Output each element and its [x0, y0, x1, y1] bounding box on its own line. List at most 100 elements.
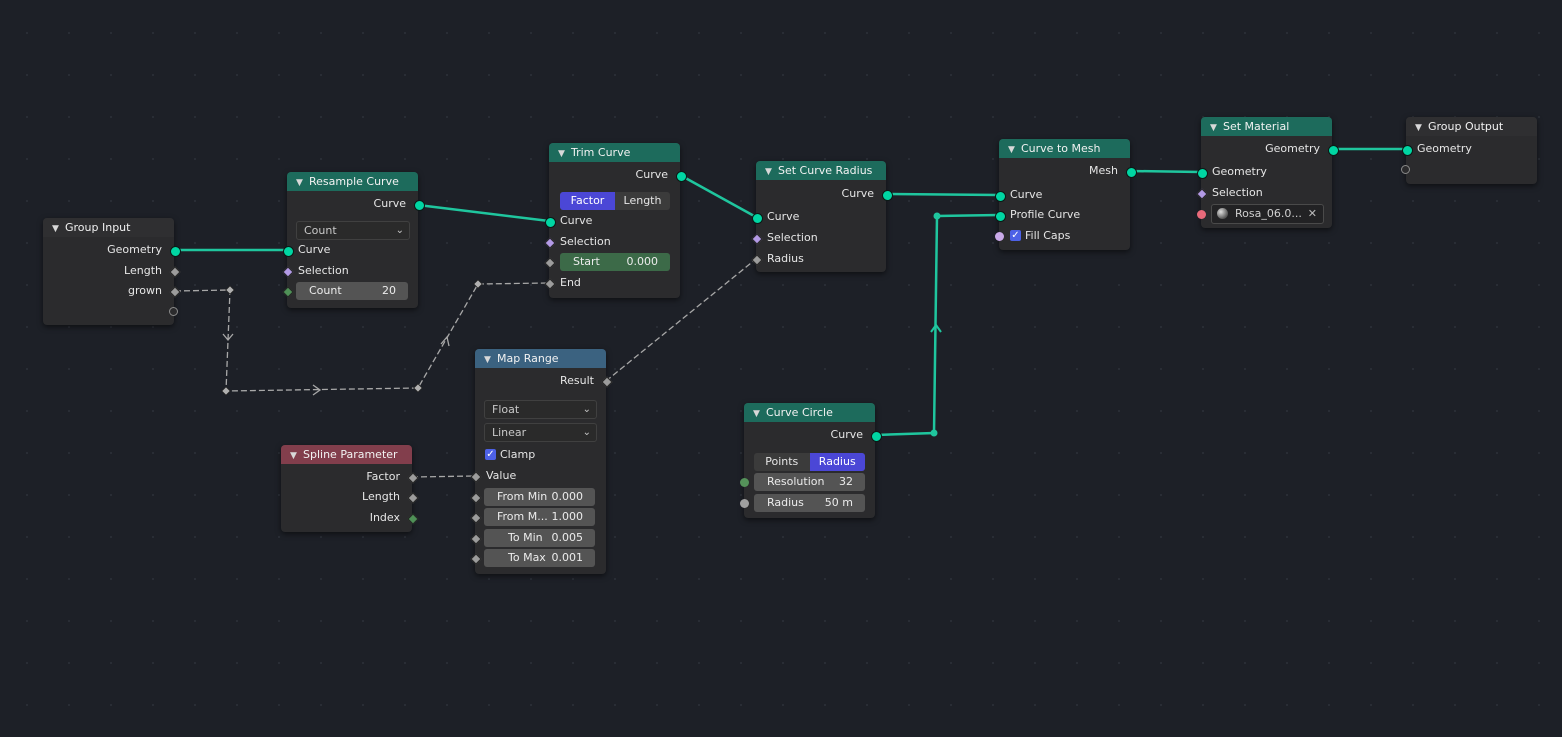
output-geometry-socket[interactable] [169, 245, 181, 257]
input-start-socket[interactable] [544, 257, 556, 269]
node-header[interactable]: ▼Curve Circle [744, 403, 875, 422]
node-set-curve-radius[interactable]: ▼Set Curve Radius Curve Curve Selection … [751, 161, 893, 272]
data-type-dropdown[interactable]: Float⌄ [484, 400, 597, 419]
output-curve-socket[interactable] [413, 199, 425, 211]
output-geometry-socket[interactable] [1327, 144, 1339, 156]
input-to-min-socket[interactable] [470, 533, 482, 545]
node-header[interactable]: ▼Group Output [1406, 117, 1537, 136]
input-from-max-socket[interactable] [470, 512, 482, 524]
input-value-label: Value [486, 469, 517, 482]
chevron-down-icon[interactable]: ▼ [52, 224, 59, 234]
output-index-socket[interactable] [407, 513, 419, 525]
from-max-field[interactable]: From M...1.000 [484, 508, 595, 526]
chevron-down-icon[interactable]: ▼ [558, 149, 565, 159]
input-profile-curve-label: Profile Curve [1010, 208, 1081, 221]
node-trim-curve[interactable]: ▼Trim Curve Curve Factor Length Curve Se… [544, 143, 687, 298]
node-curve-circle[interactable]: ▼Curve Circle Curve Points Radius Resolu… [739, 403, 882, 518]
node-map-range[interactable]: ▼Map Range Result Float⌄ Linear⌄ ✓ Clamp… [470, 349, 613, 574]
node-header[interactable]: ▼Set Material [1201, 117, 1332, 136]
chevron-down-icon[interactable]: ▼ [290, 451, 297, 461]
output-factor-socket[interactable] [407, 472, 419, 484]
input-selection-socket[interactable] [751, 233, 763, 245]
output-length-socket[interactable] [407, 492, 419, 504]
node-header[interactable]: ▼Resample Curve [287, 172, 418, 191]
node-title: Map Range [497, 352, 559, 365]
chevron-down-icon[interactable]: ▼ [1008, 145, 1015, 155]
output-mesh-socket[interactable] [1125, 166, 1137, 178]
mode-points-button[interactable]: Points [765, 455, 799, 468]
node-set-material[interactable]: ▼Set Material Geometry Geometry Selectio… [1196, 117, 1339, 228]
node-curve-to-mesh[interactable]: ▼Curve to Mesh Mesh Curve Profile Curve … [994, 139, 1137, 250]
close-icon[interactable]: ✕ [1307, 207, 1317, 220]
input-from-min-socket[interactable] [470, 492, 482, 504]
node-group-output[interactable]: ▼Group Output Geometry [1401, 117, 1537, 184]
input-material-socket[interactable] [1196, 209, 1206, 219]
input-geometry-socket[interactable] [1401, 144, 1413, 156]
input-curve-socket[interactable] [282, 245, 294, 257]
link-curvecircle-profile [874, 213, 1001, 437]
material-field[interactable]: Rosa_06.0... ✕ [1211, 204, 1324, 224]
mode-dropdown[interactable]: Count⌄ [296, 221, 410, 240]
input-profile-curve-socket[interactable] [994, 210, 1006, 222]
mode-length-button[interactable]: Length [623, 194, 662, 207]
output-grown-socket[interactable] [169, 286, 181, 298]
chevron-down-icon[interactable]: ▼ [1210, 123, 1217, 133]
chevron-down-icon[interactable]: ▼ [484, 355, 491, 365]
node-header[interactable]: ▼Curve to Mesh [999, 139, 1130, 158]
fill-caps-checkbox[interactable]: ✓ [1010, 230, 1021, 241]
input-curve-socket[interactable] [994, 190, 1006, 202]
input-value-socket[interactable] [470, 471, 482, 483]
node-header[interactable]: ▼ Map Range [475, 349, 606, 368]
chevron-down-icon[interactable]: ▼ [765, 167, 772, 177]
output-curve-label: Curve [635, 168, 668, 181]
field-value: 0.005 [551, 531, 584, 544]
node-header[interactable]: ▼Set Curve Radius [756, 161, 886, 180]
input-selection-socket[interactable] [282, 266, 294, 278]
input-resolution-socket[interactable] [739, 477, 749, 487]
link-curvetomesh-setmaterial [1128, 169, 1203, 174]
input-radius-label: Radius [767, 252, 804, 265]
node-spline-parameter[interactable]: ▼Spline Parameter Factor Length Index [281, 445, 419, 532]
input-radius-socket[interactable] [739, 498, 749, 508]
mode-radius-button[interactable]: Radius [809, 453, 865, 471]
chevron-down-icon[interactable]: ▼ [753, 409, 760, 419]
input-to-max-socket[interactable] [470, 553, 482, 565]
input-curve-socket[interactable] [751, 212, 763, 224]
output-length-socket[interactable] [169, 266, 181, 278]
field-label: From M... [497, 510, 548, 523]
output-result-socket[interactable] [601, 376, 613, 388]
output-curve-socket[interactable] [675, 170, 687, 182]
input-fill-caps-socket[interactable] [994, 231, 1004, 241]
mode-factor-button[interactable]: Factor [560, 192, 615, 210]
node-resample-curve[interactable]: ▼Resample Curve Curve Count⌄ Curve Selec… [282, 172, 425, 308]
start-value: 0.000 [626, 255, 659, 268]
output-curve-socket[interactable] [881, 189, 893, 201]
interpolation-dropdown[interactable]: Linear⌄ [484, 423, 597, 442]
clamp-checkbox[interactable]: ✓ [485, 449, 496, 460]
input-end-socket[interactable] [544, 278, 556, 290]
empty-input-socket[interactable] [1401, 165, 1410, 174]
mode-toggle[interactable]: Factor Length [560, 192, 670, 210]
output-curve-socket[interactable] [870, 430, 882, 442]
input-selection-socket[interactable] [1196, 188, 1208, 200]
input-geometry-socket[interactable] [1196, 167, 1208, 179]
input-radius-socket[interactable] [751, 254, 763, 266]
chevron-down-icon[interactable]: ▼ [296, 178, 303, 188]
mode-toggle[interactable]: Points Radius [754, 453, 865, 471]
input-selection-socket[interactable] [544, 237, 556, 249]
input-count-socket[interactable] [282, 286, 294, 298]
node-header[interactable]: ▼Group Input [43, 218, 174, 237]
node-group-input[interactable]: ▼Group Input Geometry Length grown [43, 218, 181, 325]
chevron-down-icon[interactable]: ▼ [1415, 123, 1422, 133]
node-header[interactable]: ▼Spline Parameter [281, 445, 412, 464]
empty-output-socket[interactable] [169, 307, 178, 316]
input-curve-socket[interactable] [544, 216, 556, 228]
node-header[interactable]: ▼Trim Curve [549, 143, 680, 162]
